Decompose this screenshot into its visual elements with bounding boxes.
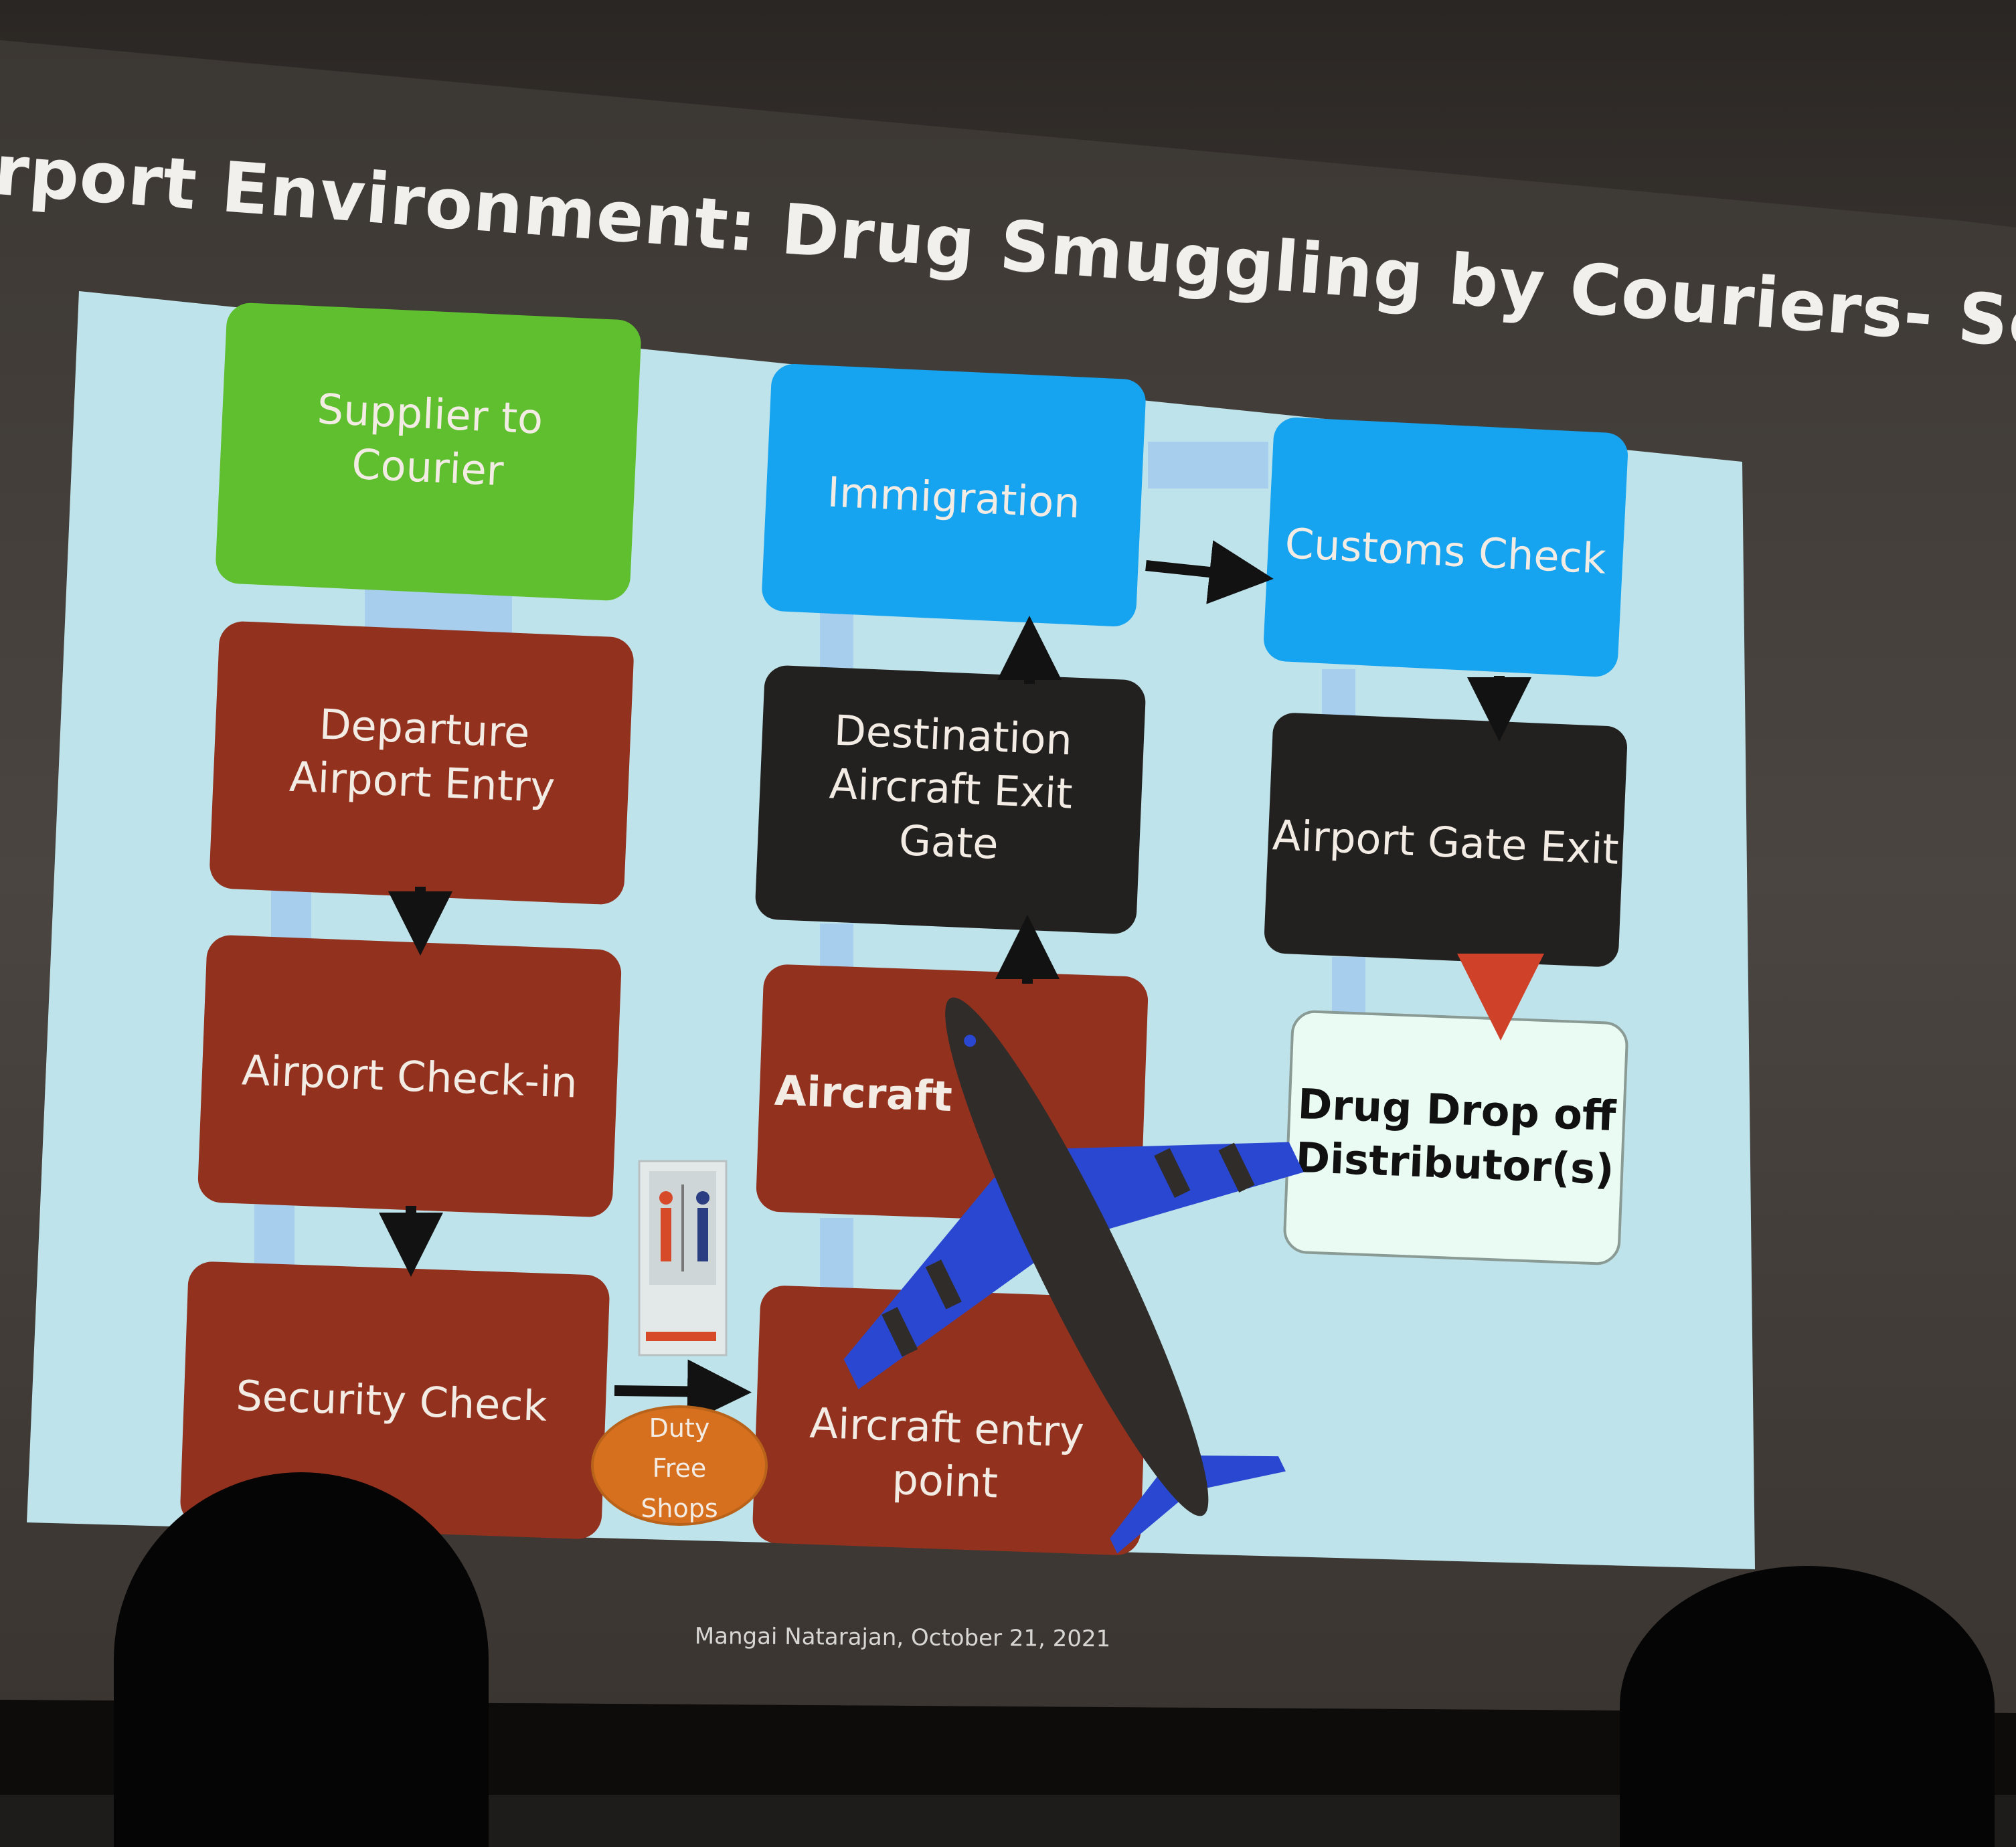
box-immigration: Immigration xyxy=(762,363,1146,627)
label-line: Aircraft Exit xyxy=(829,759,1074,818)
label-line: Duty xyxy=(649,1413,710,1443)
restroom-sign-icon xyxy=(638,1160,728,1356)
box-exit-gate: DestinationAircraft ExitGate xyxy=(755,665,1146,934)
box-immigration-label: Immigration xyxy=(826,467,1081,527)
box-security: Security Check xyxy=(180,1261,610,1539)
box-aircraft-label: Aircraft xyxy=(774,1066,953,1121)
flow-diagram: Supplier toCourier DepartureAirport Entr… xyxy=(27,291,1755,1569)
arrow-security-to-entry xyxy=(614,1359,752,1424)
airplane-icon xyxy=(843,997,1304,1554)
box-aircraft-entry-label: Aircraft entrypoint xyxy=(807,1399,1085,1510)
box-security-label: Security Check xyxy=(235,1371,548,1431)
box-checkin: Airport Check-in xyxy=(197,935,622,1217)
label-line: Security Check xyxy=(235,1371,548,1431)
audience-head-right xyxy=(1620,1566,1995,1847)
slide-footer: Mangai Natarajan, October 21, 2021 xyxy=(694,1623,1111,1653)
label-line: Courier xyxy=(351,440,505,495)
box-customs: Customs Check xyxy=(1264,417,1628,677)
label-line: Airport Entry xyxy=(288,752,556,812)
box-drop-off: Drug Drop offDistributor(s) xyxy=(1283,1010,1628,1265)
label-line: Gate xyxy=(898,816,999,869)
label-line: Shops xyxy=(641,1494,718,1523)
box-supplier: Supplier toCourier xyxy=(216,302,641,601)
label-line: Free xyxy=(653,1454,707,1483)
box-exit-gate-label: DestinationAircraft ExitGate xyxy=(826,706,1076,872)
box-supplier-label: Supplier toCourier xyxy=(314,384,544,497)
box-departure: DepartureAirport Entry xyxy=(209,621,634,905)
label-line: Destination xyxy=(833,706,1074,765)
label-line: Departure xyxy=(318,700,530,758)
box-departure-label: DepartureAirport Entry xyxy=(288,699,558,812)
audience-head-left xyxy=(114,1472,489,1847)
label-line: Aircraft xyxy=(774,1066,953,1121)
arrow-immigration-to-customs xyxy=(1145,540,1274,604)
label-line: Immigration xyxy=(826,467,1081,527)
label-line: point xyxy=(892,1455,999,1507)
label-line: Aircraft entry xyxy=(809,1399,1084,1457)
label-line: Supplier to xyxy=(316,384,543,443)
flow-arrows xyxy=(379,540,1531,1424)
box-gate-exit: Airport Gate Exit xyxy=(1264,713,1627,967)
